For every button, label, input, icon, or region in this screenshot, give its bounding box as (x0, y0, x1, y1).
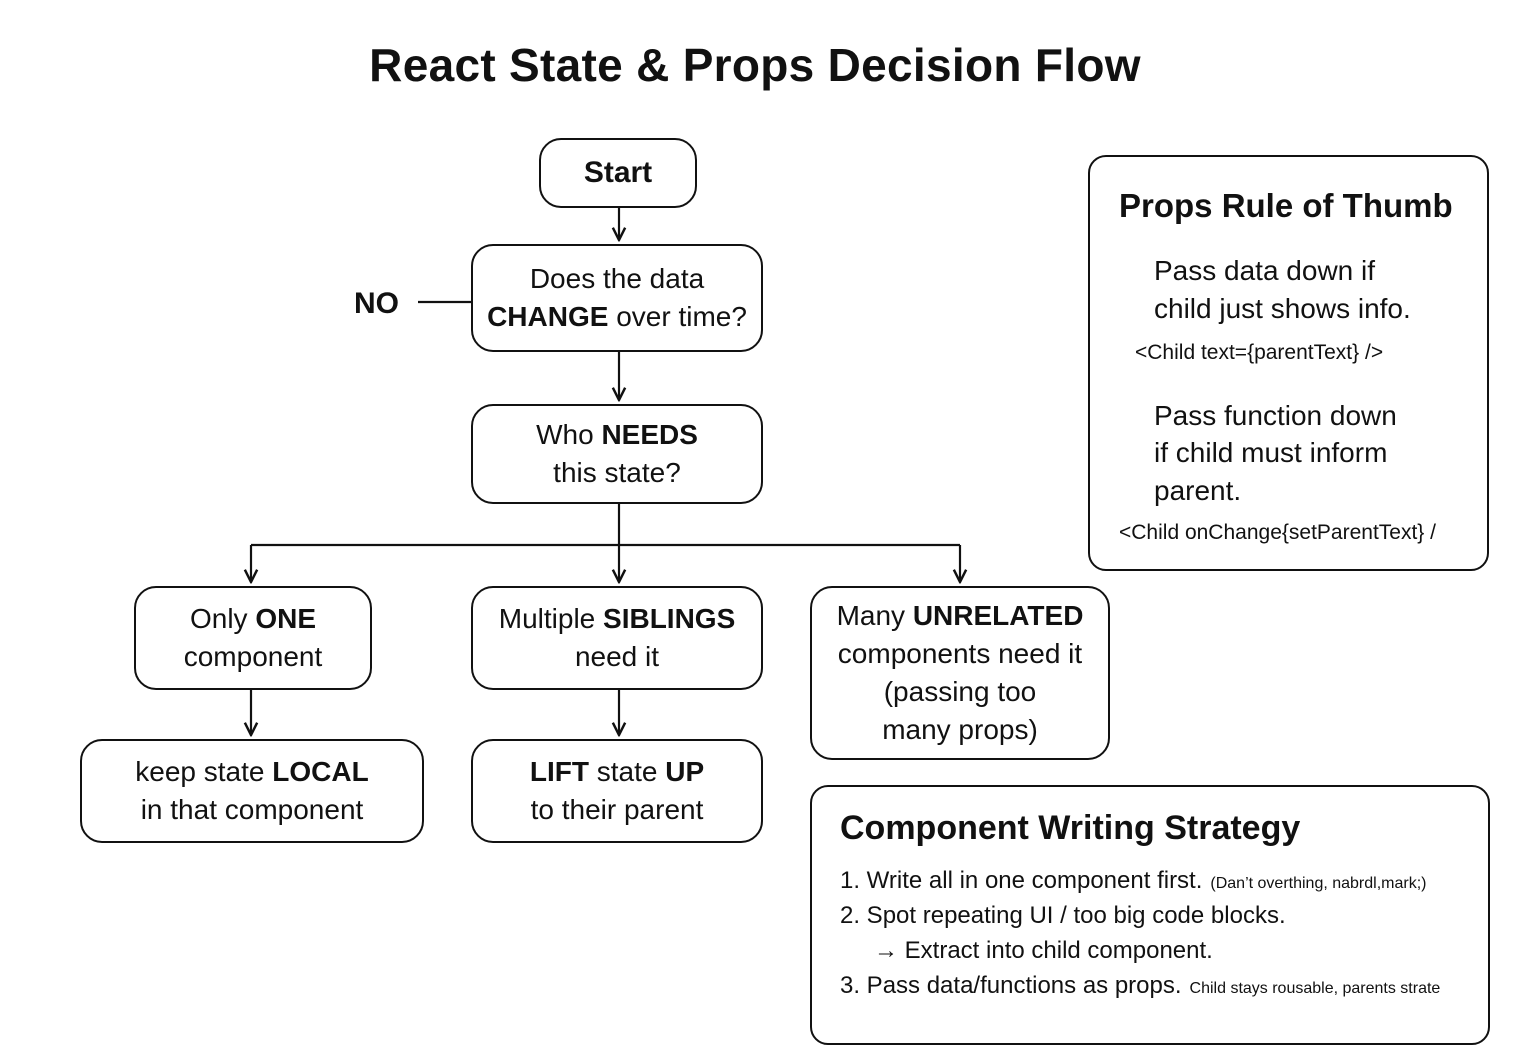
no-label: NO (354, 287, 399, 320)
flow-connectors (0, 208, 1536, 1024)
strategy-step-3: 3. Pass data/functions as props.Child st… (840, 972, 1441, 999)
branch-one-line1: Only ONE (189, 603, 317, 634)
decision-change-line2: CHANGE over time? (487, 301, 747, 332)
start-node: Start (539, 138, 697, 208)
strategy-step-1-note: (Dan’t overthing, nabrdl,mark;) (1210, 875, 1427, 892)
decision-data-changes: Does the data CHANGE over time? (471, 244, 763, 352)
branch-only-one-component: Only ONE component (134, 586, 372, 690)
props-code-example-1: <Child text={parentText} /> (1135, 341, 1384, 364)
start-label: Start (583, 156, 653, 189)
result-local-line2: in that component (140, 794, 364, 825)
props-panel-title: Props Rule of Thumb (1119, 187, 1453, 224)
branch-unrelated-line4: many props) (882, 714, 1038, 745)
branch-unrelated-line2: components need it (837, 638, 1083, 669)
branch-unrelated-line1: Many UNRELATED (836, 600, 1084, 631)
decision-needs-line1: Who NEEDS (536, 419, 698, 450)
branch-siblings-line1: Multiple SIBLINGS (498, 603, 736, 634)
result-lift-line2: to their parent (530, 794, 704, 825)
branch-many-unrelated: Many UNRELATED components need it (passi… (810, 586, 1110, 760)
props-rule2-line2: if child must inform (1154, 437, 1388, 468)
branch-one-line2: component (183, 641, 323, 672)
props-code-example-2: <Child onChange{setParentText} / (1119, 521, 1436, 544)
decision-who-needs-state: Who NEEDS this state? (471, 404, 763, 504)
strategy-panel-title: Component Writing Strategy (840, 809, 1301, 847)
props-rule1-line1: Pass data down if (1154, 255, 1376, 286)
result-lift-line1: LIFT state UP (529, 756, 705, 787)
strategy-step-2-sub: → Extract into child component. (874, 937, 1213, 964)
branch-multiple-siblings: Multiple SIBLINGS need it (471, 586, 763, 690)
branch-siblings-line2: need it (574, 641, 660, 672)
result-lift-state-up: LIFT state UP to their parent (471, 739, 763, 843)
props-rule1-line2: child just shows info. (1154, 293, 1411, 324)
props-rule-panel: Props Rule of Thumb Pass data down if ch… (1088, 155, 1489, 571)
branch-unrelated-line3: (passing too (883, 676, 1037, 707)
decision-needs-line2: this state? (553, 457, 681, 488)
props-rule2-line1: Pass function down (1154, 400, 1397, 431)
diagram-title: React State & Props Decision Flow (369, 39, 1141, 91)
strategy-step-3-note: Child stays rousable, parents strate (1189, 980, 1441, 997)
result-keep-state-local: keep state LOCAL in that component (80, 739, 424, 843)
strategy-step-2: 2. Spot repeating UI / too big code bloc… (840, 902, 1286, 929)
props-rule2-line3: parent. (1154, 475, 1242, 506)
strategy-panel: Component Writing Strategy 1. Write all … (810, 785, 1490, 1045)
decision-change-line1: Does the data (529, 263, 705, 294)
strategy-step-1: 1. Write all in one component first.(Dan… (840, 867, 1427, 894)
result-local-line1: keep state LOCAL (135, 756, 369, 787)
